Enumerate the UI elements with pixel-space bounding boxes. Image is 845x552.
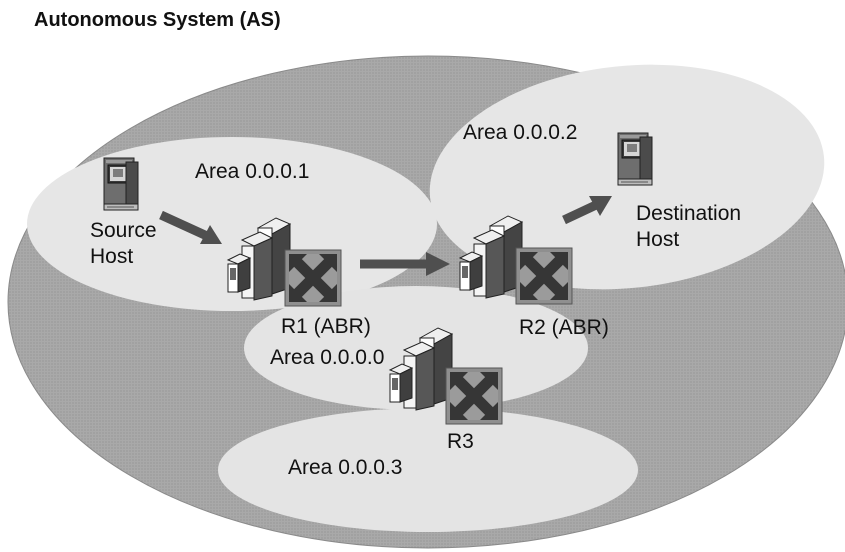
area-0-label: Area 0.0.0.0 [270, 346, 384, 369]
arrow-r2-to-destination-icon [562, 196, 612, 225]
router-r2-label: R2 (ABR) [519, 316, 609, 339]
destination-host-label-line2: Host [636, 228, 679, 251]
destination-host-label-line1: Destination [636, 202, 741, 225]
area-3-region [218, 408, 638, 532]
area-3-label: Area 0.0.0.3 [288, 456, 402, 479]
diagram-title: Autonomous System (AS) [34, 9, 281, 31]
area-1-label: Area 0.0.0.1 [195, 160, 309, 183]
arrow-source-to-r1-icon [159, 210, 222, 244]
router-r1-label: R1 (ABR) [281, 315, 371, 338]
source-host-icon [103, 157, 139, 211]
destination-host-icon [617, 132, 653, 186]
source-host-label-line1: Source [90, 219, 157, 242]
router-r3-label: R3 [447, 430, 474, 453]
arrow-r1-to-r2-icon [360, 252, 450, 276]
source-host-label-line2: Host [90, 245, 133, 268]
area-2-label: Area 0.0.0.2 [463, 121, 577, 144]
